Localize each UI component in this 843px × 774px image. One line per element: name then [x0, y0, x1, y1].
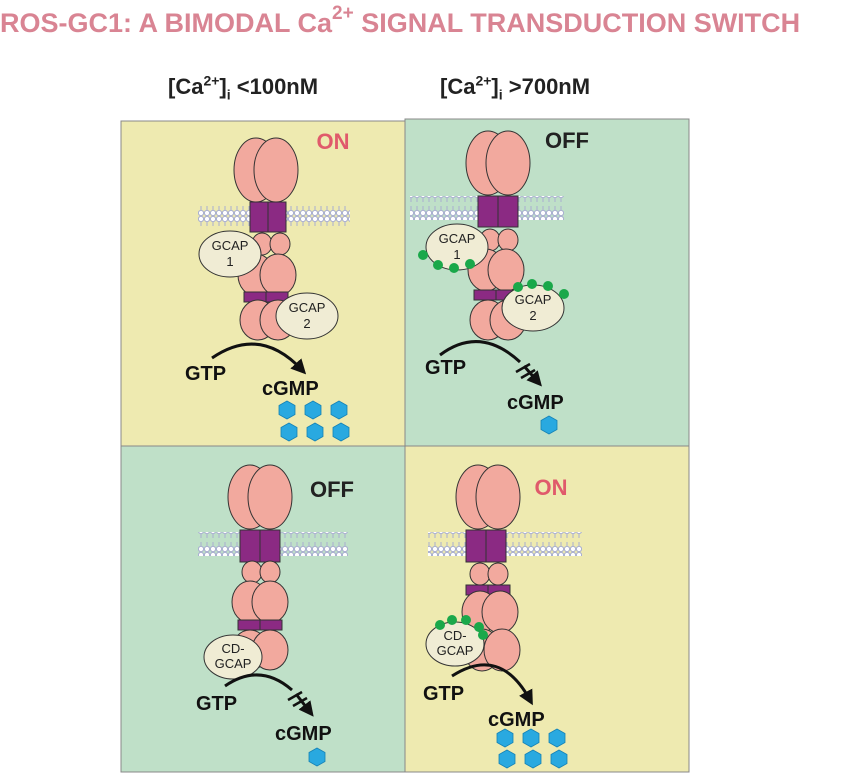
cgmp-label: cGMP: [507, 392, 564, 414]
gtp-label: GTP: [185, 363, 226, 385]
cgmp-label: cGMP: [275, 723, 332, 745]
cgmp-molecule: [540, 415, 558, 435]
state-label-off: OFF: [545, 128, 589, 153]
gtp-label: GTP: [423, 683, 464, 705]
column-header-low-calcium: [Ca2+]i <100nM: [168, 72, 319, 103]
gcap1-label: GCAP: [212, 238, 249, 253]
cd-gcap-label-2: GCAP: [215, 656, 252, 671]
cd-gcap-label: CD-: [221, 641, 244, 656]
cd-gcap: [203, 634, 263, 680]
gcap1-label: GCAP: [439, 231, 476, 246]
receptor-top-left: [198, 137, 350, 341]
conversion-arrow: [224, 673, 293, 692]
state-label-off: OFF: [310, 477, 354, 502]
gcap2-number: 2: [303, 316, 310, 331]
block-bar: [515, 362, 531, 374]
gcap1-number: 1: [453, 247, 460, 262]
state-label-on: ON: [317, 129, 350, 154]
page-title: ROS-GC1: A BIMODAL Ca2+ SIGNAL TRANSDUCT…: [0, 3, 801, 38]
calcium-ions: [418, 250, 569, 299]
conversion-arrow: [211, 342, 307, 375]
gcap2: [275, 292, 339, 340]
cgmp-molecule: [308, 747, 326, 767]
state-label-on: ON: [535, 475, 568, 500]
block-bar: [287, 690, 303, 702]
gcap1-number: 1: [226, 254, 233, 269]
column-header-high-calcium: [Ca2+]i >700nM: [440, 72, 591, 103]
gcap2-label: GCAP: [289, 300, 326, 315]
cd-gcap-label: CD-: [443, 628, 466, 643]
calcium-ions: [435, 615, 488, 640]
block-bar: [520, 368, 536, 380]
conversion-arrow: [439, 340, 522, 364]
receptor-bottom-right: [428, 464, 582, 672]
cd-gcap-label-2: GCAP: [437, 643, 474, 658]
gcap1: [198, 230, 262, 278]
cgmp-label: cGMP: [488, 709, 545, 731]
panel-bottom-right: [404, 445, 690, 773]
gtp-label: GTP: [196, 693, 237, 715]
block-bar: [292, 696, 308, 708]
conversion-arrow: [451, 663, 533, 706]
gcap2-label: GCAP: [515, 292, 552, 307]
cgmp-label: cGMP: [262, 378, 319, 400]
gtp-label: GTP: [425, 357, 466, 379]
gcap2-number: 2: [529, 308, 536, 323]
